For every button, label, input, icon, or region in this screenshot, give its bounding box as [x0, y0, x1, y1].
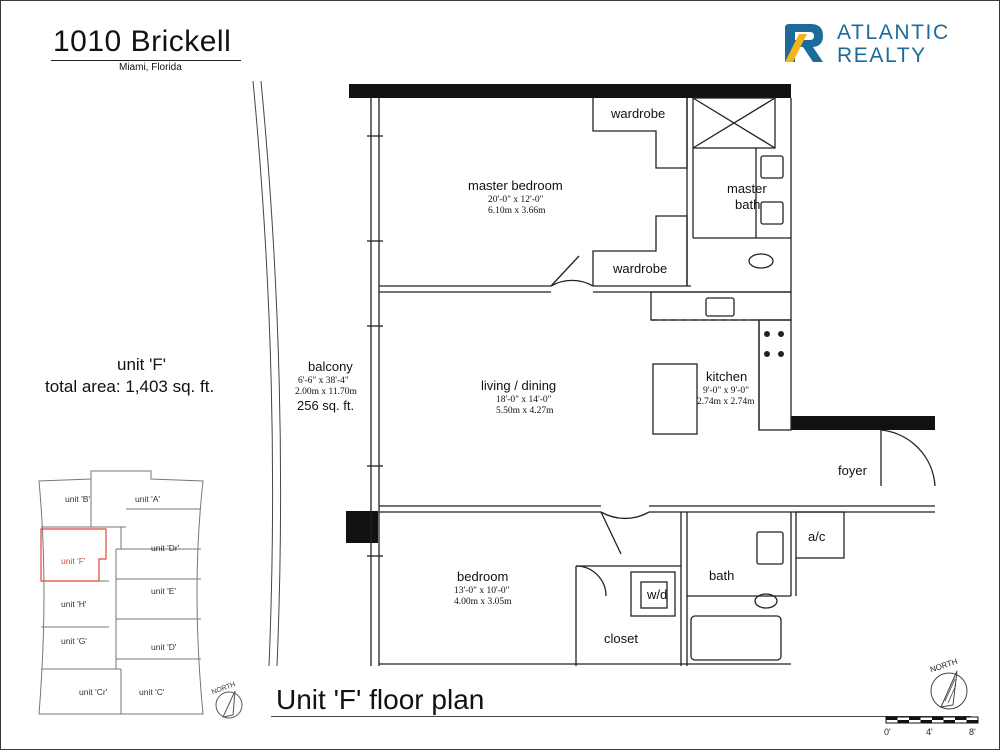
room-ac: a/c [808, 529, 826, 544]
scale-tick-0: 0' [884, 727, 891, 737]
atlantic-realty-logo-icon [785, 24, 823, 62]
brand-name: ATLANTIC REALTY [837, 21, 950, 67]
bedroom-dim-m: 4.00m x 3.05m [454, 597, 512, 607]
floor-plan-drawing: wardrobe wardrobe master bedroom 20'-0" … [252, 80, 936, 667]
brand-line-2: REALTY [837, 44, 927, 67]
balcony-rail [252, 80, 274, 667]
key-plan-north-label: NORTH [211, 681, 237, 696]
room-balcony: balcony [308, 359, 353, 374]
building-location: Miami, Florida [119, 62, 182, 73]
brand-line-1: ATLANTIC [837, 21, 950, 44]
room-master-bath-line1: master [727, 181, 767, 196]
compass-north-label: NORTH [929, 657, 959, 674]
scale-bar: 0' 4' 8' [884, 716, 979, 737]
key-unit-b: unit 'B' [65, 494, 90, 504]
living-dim-ft: 18'-0" x 14'-0" [496, 395, 552, 405]
title-underline [51, 60, 241, 61]
room-living-dining: living / dining [481, 378, 556, 393]
key-unit-g: unit 'G' [61, 636, 87, 646]
scale-tick-4: 4' [926, 727, 933, 737]
total-area: total area: 1,403 sq. ft. [45, 377, 215, 396]
room-bath: bath [709, 568, 734, 583]
room-master-bedroom: master bedroom [468, 178, 563, 193]
key-unit-h: unit 'H' [61, 599, 87, 609]
room-bedroom: bedroom [457, 569, 508, 584]
balcony-dim-ft: 6'-6" x 38'-4" [298, 376, 349, 386]
unit-label: unit 'F' [117, 355, 167, 374]
key-unit-dr: unit 'Dr' [151, 543, 180, 553]
room-master-bath-line2: bath [735, 197, 760, 212]
key-unit-c: unit 'C' [139, 687, 165, 697]
key-unit-d: unit 'D' [151, 642, 177, 652]
balcony-area: 256 sq. ft. [297, 398, 354, 413]
top-wall [349, 84, 791, 98]
room-wd: w/d [646, 587, 667, 602]
key-plan-highlight [40, 528, 107, 582]
living-dim-m: 5.50m x 4.27m [496, 406, 554, 416]
key-unit-a: unit 'A' [135, 494, 160, 504]
master-bedroom-dim-m: 6.10m x 3.66m [488, 206, 546, 216]
plan-caption: Unit 'F' floor plan [276, 684, 485, 715]
caption-underline [271, 716, 971, 717]
key-unit-e: unit 'E' [151, 586, 176, 596]
key-plan: unit 'B' unit 'A' unit 'F' unit 'Dr' uni… [38, 470, 204, 715]
north-compass-icon: NORTH [929, 657, 968, 710]
room-foyer: foyer [838, 463, 868, 478]
room-wardrobe-top: wardrobe [610, 106, 665, 121]
bedroom-dim-ft: 13'-0" x 10'-0" [454, 586, 510, 596]
column [346, 511, 378, 543]
key-unit-cr: unit 'Cr' [79, 687, 108, 697]
room-wardrobe-bottom: wardrobe [612, 261, 667, 276]
kitchen-dim-m: 2.74m x 2.74m [697, 397, 755, 407]
master-bedroom-dim-ft: 20'-0" x 12'-0" [488, 195, 544, 205]
scale-tick-8: 8' [969, 727, 976, 737]
key-plan-north-icon: NORTH [211, 681, 243, 719]
room-closet: closet [604, 631, 638, 646]
key-unit-f: unit 'F' [61, 556, 86, 566]
balcony-dim-m: 2.00m x 11.70m [295, 387, 358, 397]
building-title: 1010 Brickell [53, 25, 232, 58]
room-kitchen: kitchen [706, 369, 747, 384]
foyer-wall [791, 416, 935, 430]
kitchen-dim-ft: 9'-0" x 9'-0" [703, 386, 749, 396]
